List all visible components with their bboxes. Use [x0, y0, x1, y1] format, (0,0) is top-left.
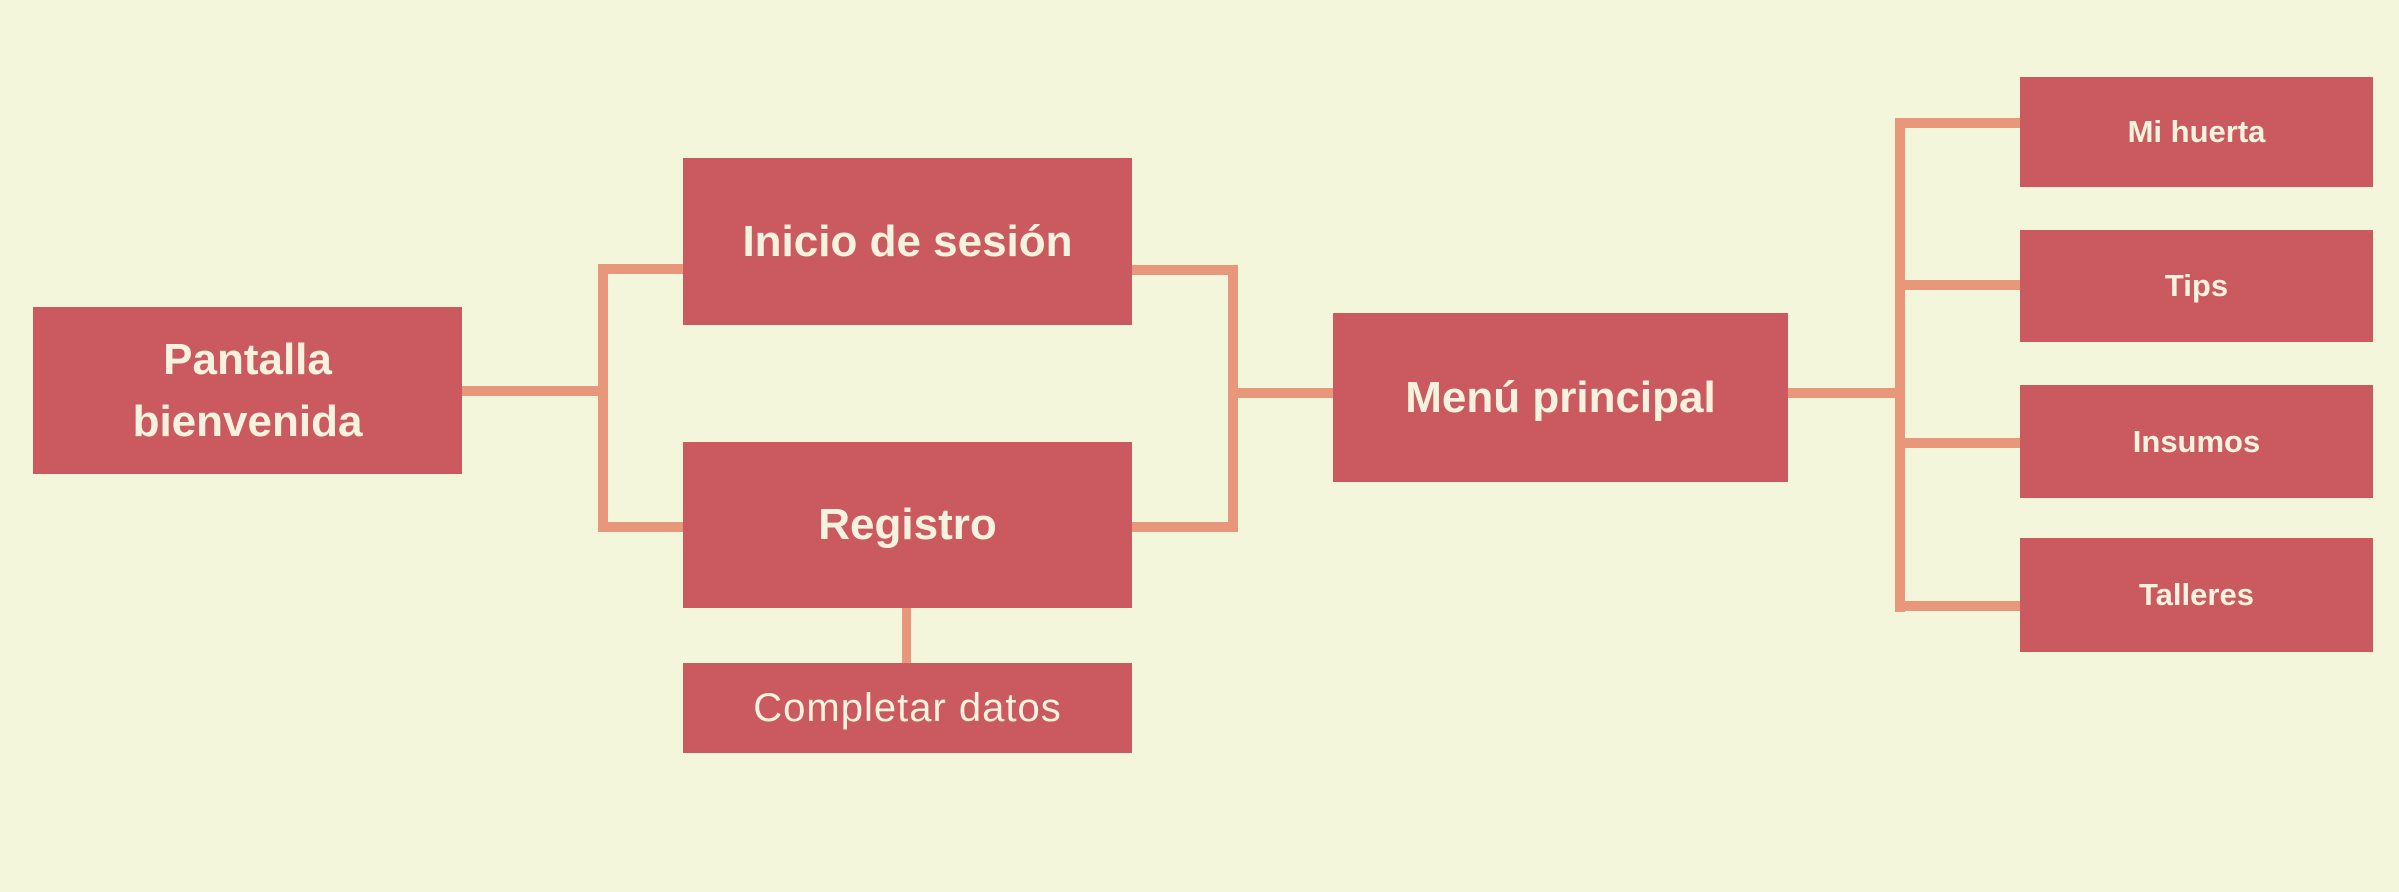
- connector-talleres-in: [1905, 601, 2020, 611]
- connector-mi-huerta-in: [1905, 118, 2020, 128]
- connector-tips-in: [1905, 280, 2020, 290]
- node-insumos: Insumos: [2020, 385, 2373, 498]
- node-label: Insumos: [2132, 423, 2261, 459]
- connector-registro-completar: [902, 608, 911, 663]
- node-label: Menú principal: [1405, 372, 1716, 422]
- connector-left-bracket-to-inicio: [598, 264, 683, 274]
- connector-right-trunk-vertical: [1895, 118, 1905, 612]
- connector-menu-in: [1238, 388, 1333, 398]
- node-mi-huerta: Mi huerta: [2020, 77, 2373, 187]
- node-registro: Registro: [683, 442, 1132, 608]
- connector-left-bracket-vertical: [598, 264, 608, 532]
- connector-inicio-out: [1132, 265, 1238, 275]
- node-label: Completar datos: [753, 686, 1062, 730]
- node-label: Registro: [818, 500, 997, 550]
- node-inicio-de-sesion: Inicio de sesión: [683, 158, 1132, 325]
- connector-left-bracket-to-registro: [598, 522, 683, 532]
- node-talleres: Talleres: [2020, 538, 2373, 652]
- node-menu-principal: Menú principal: [1333, 313, 1788, 482]
- node-tips: Tips: [2020, 230, 2373, 342]
- connector-menu-out: [1788, 388, 1905, 398]
- node-pantalla-bienvenida: Pantalla bienvenida: [33, 307, 462, 474]
- node-label: Pantalla bienvenida: [132, 334, 363, 446]
- node-label: Mi huerta: [2127, 114, 2266, 150]
- connector-insumos-in: [1905, 438, 2020, 448]
- node-label: Inicio de sesión: [742, 216, 1073, 266]
- node-label: Talleres: [2139, 577, 2254, 613]
- connector-right-bracket-vertical: [1228, 265, 1238, 532]
- node-completar-datos: Completar datos: [683, 663, 1132, 753]
- node-label: Tips: [2164, 268, 2229, 304]
- connector-pantalla-out: [462, 386, 598, 396]
- connector-registro-out: [1132, 522, 1238, 532]
